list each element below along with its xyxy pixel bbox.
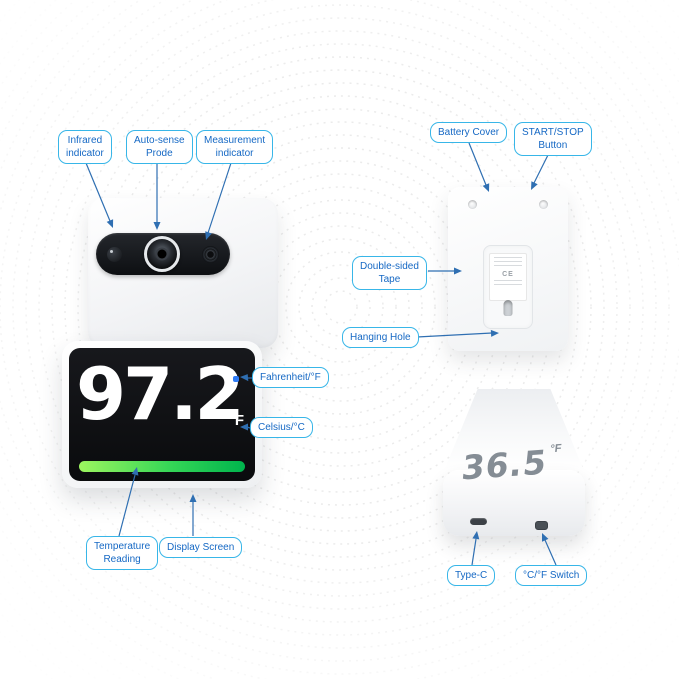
callout-cf-switch: °C/°F Switch — [515, 565, 588, 586]
fahrenheit-indicator-dot — [233, 376, 239, 382]
callout-auto-sense-probe: Auto-sense Prode — [126, 130, 193, 164]
auto-sense-probe-icon — [144, 236, 180, 272]
battery-cover-panel: CE — [483, 245, 533, 329]
cf-switch-button-icon — [535, 521, 548, 530]
infrared-indicator-icon — [107, 246, 122, 262]
sticker-text-lines — [494, 257, 522, 269]
info-sticker: CE — [489, 253, 527, 301]
bottom-display-unit: °F — [549, 442, 563, 456]
callout-infrared-indicator: Infrared indicator — [58, 130, 112, 164]
display-screen: 97.2 °F — [69, 348, 255, 481]
callout-temperature-reading: Temperature Reading — [86, 536, 159, 570]
callout-display-screen: Display Screen — [159, 537, 243, 558]
callout-double-sided-tape: Double-sided Tape — [352, 256, 427, 290]
callout-type-c: Type-C — [447, 565, 496, 586]
bottom-display-value: 36.5 — [459, 441, 550, 488]
callout-measurement-indicator: Measurement indicator — [196, 130, 274, 164]
mount-hole-right — [539, 200, 548, 209]
temperature-value: 97.2 — [76, 352, 245, 436]
callout-fahrenheit: Fahrenheit/°F — [252, 367, 329, 388]
type-c-port-icon — [470, 518, 487, 525]
callout-battery-cover: Battery Cover — [430, 122, 508, 143]
hanging-hole-icon — [503, 300, 513, 316]
thermometer-back-view: CE — [448, 187, 568, 351]
callout-celsius: Celsius/°C — [250, 417, 313, 438]
display-panel: 97.2 °F — [62, 341, 262, 488]
temperature-reading-bar — [79, 461, 245, 472]
ce-mark: CE — [502, 271, 514, 278]
measurement-indicator-icon — [202, 245, 219, 263]
sensor-bar — [96, 233, 230, 275]
mount-hole-left — [468, 200, 477, 209]
callout-hanging-hole: Hanging Hole — [342, 327, 419, 348]
fahrenheit-unit: °F — [228, 412, 244, 429]
sticker-text-lines — [494, 280, 522, 288]
callout-start-stop-button: START/STOP Button — [514, 122, 592, 156]
bottom-display: 36.5 °F — [450, 437, 573, 492]
